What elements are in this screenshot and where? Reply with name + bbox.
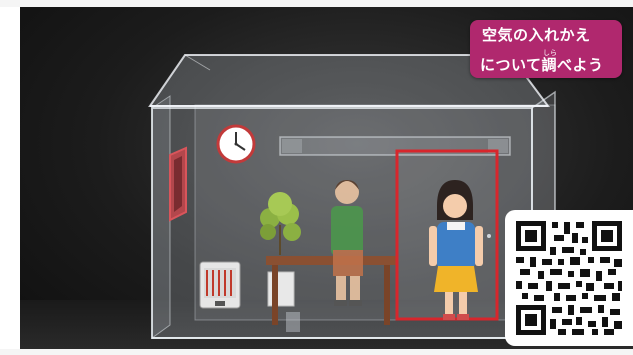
topic-caption: 空気の入れかえ しら について調べよう — [470, 20, 622, 78]
caption-line-2: について調べよう — [480, 54, 604, 75]
window-icon — [170, 148, 186, 220]
heater-icon — [200, 262, 240, 308]
qr-code[interactable] — [505, 210, 633, 346]
wall-clock-icon — [218, 126, 254, 162]
bottom-letterbox — [0, 349, 633, 355]
qr-code-icon — [514, 219, 624, 337]
caption-line-1: 空気の入れかえ — [482, 24, 591, 45]
